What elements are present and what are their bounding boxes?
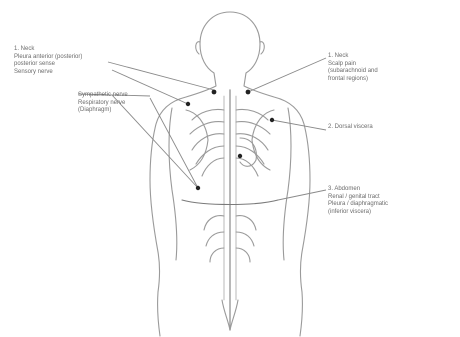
label-line: Sensory nerve — [14, 69, 82, 77]
label-neck-left: 1. Neck Pleura anterior (posterior) post… — [14, 46, 82, 76]
label-line: (Diaphragm) — [78, 107, 128, 115]
label-abdomen: 3. Abdomen Renal / genital tract Pleura … — [328, 186, 388, 216]
label-line: (subarachnoid and — [328, 68, 378, 76]
label-line: frontal regions) — [328, 76, 378, 84]
label-line: Scalp pain — [328, 61, 378, 69]
label-line: Renal / genital tract — [328, 194, 388, 202]
body-outline — [150, 12, 310, 336]
label-neck-right: 1. Neck Scalp pain (subarachnoid and fro… — [328, 53, 378, 83]
label-line: 2. Dorsal viscera — [328, 124, 373, 132]
marker-neck-left — [212, 90, 217, 95]
label-line: Respiratory nerve — [78, 100, 128, 108]
label-line: Pleura / diaphragmatic — [328, 201, 388, 209]
marker-shoulder-left — [186, 102, 190, 106]
label-line: Sympathetic nerve — [78, 92, 128, 100]
label-line: (inferior viscera) — [328, 209, 388, 217]
label-line: posterior sense — [14, 61, 82, 69]
label-dorsal-viscera: 2. Dorsal viscera — [328, 124, 373, 132]
marker-neck-right — [246, 90, 251, 95]
marker-shoulder-right — [270, 118, 274, 122]
marker-heart — [238, 154, 242, 158]
label-line: 1. Neck — [328, 53, 378, 61]
label-line: 3. Abdomen — [328, 186, 388, 194]
marker-diaphragm-left — [196, 186, 200, 190]
label-line: 1. Neck — [14, 46, 82, 54]
label-sympathetic: Sympathetic nerve Respiratory nerve (Dia… — [78, 92, 128, 115]
label-line: Pleura anterior (posterior) — [14, 54, 82, 62]
